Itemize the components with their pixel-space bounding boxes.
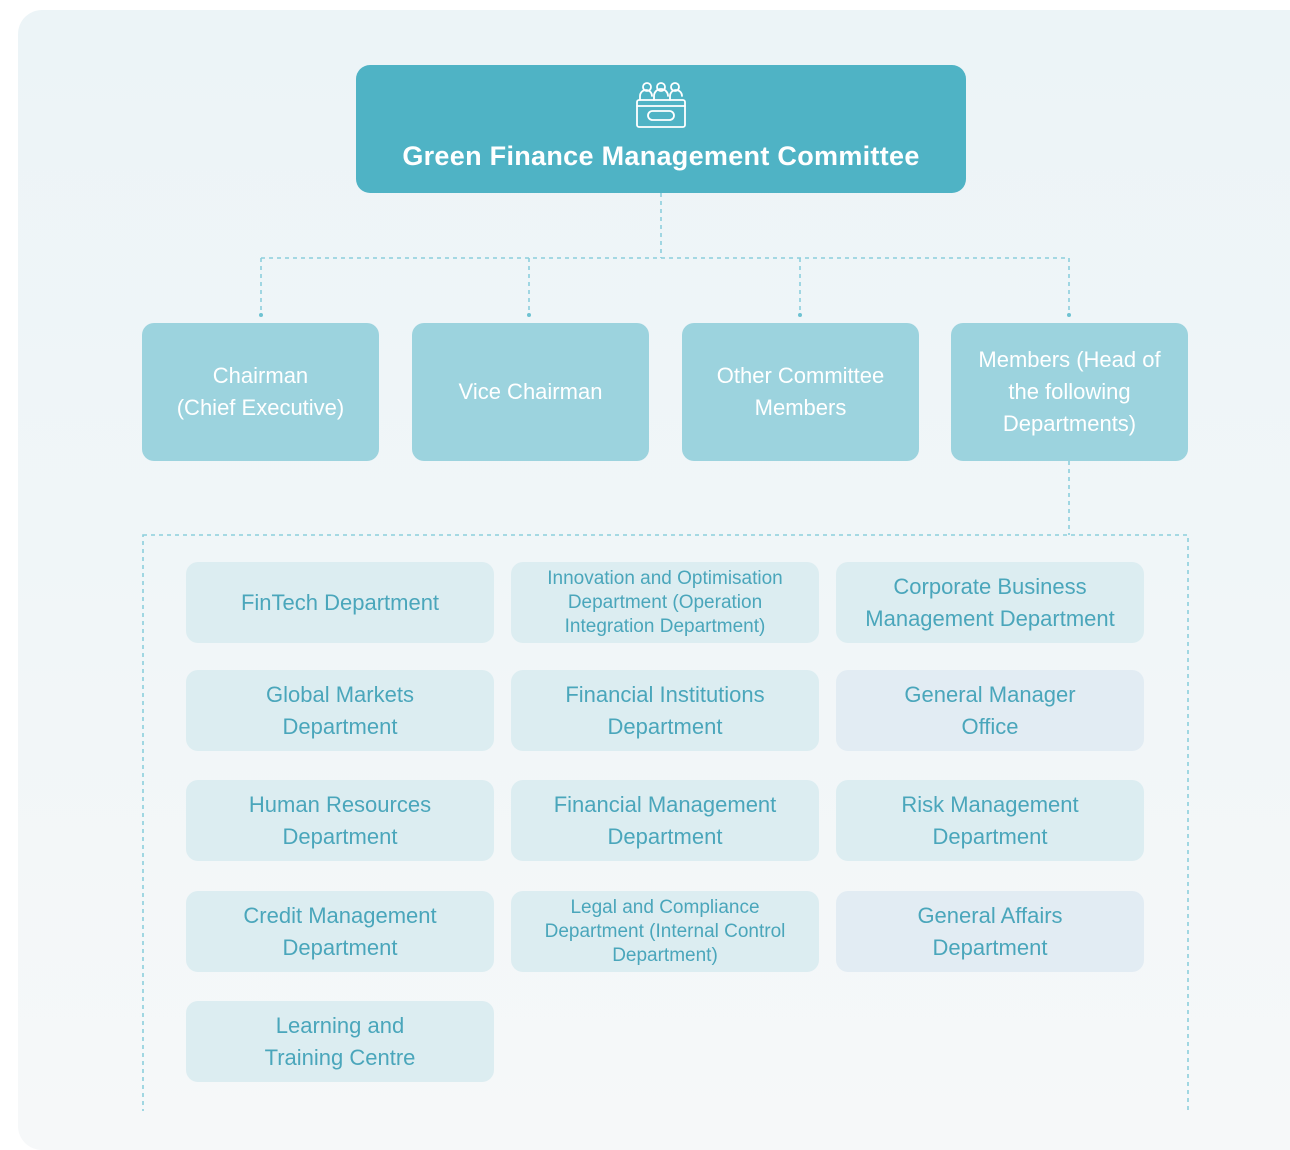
dept-learning-training-centre: Learning and Training Centre: [186, 1001, 494, 1082]
dept-fintech: FinTech Department: [186, 562, 494, 643]
committee-box: Green Finance Management Committee: [356, 65, 966, 193]
dept-corporate-business-management: Corporate Business Management Department: [836, 562, 1144, 643]
committee-meeting-icon: [636, 82, 686, 128]
role-chairman: Chairman (Chief Executive): [142, 323, 379, 461]
dept-human-resources: Human Resources Department: [186, 780, 494, 861]
dept-global-markets: Global Markets Department: [186, 670, 494, 751]
dept-innovation-optimisation: Innovation and Optimisation Department (…: [511, 562, 819, 643]
dept-general-manager-office: General Manager Office: [836, 670, 1144, 751]
dept-legal-compliance: Legal and Compliance Department (Interna…: [511, 891, 819, 972]
dept-risk-management: Risk Management Department: [836, 780, 1144, 861]
role-other-committee-members: Other Committee Members: [682, 323, 919, 461]
committee-title: Green Finance Management Committee: [402, 141, 920, 171]
dept-general-affairs: General Affairs Department: [836, 891, 1144, 972]
dept-credit-management: Credit Management Department: [186, 891, 494, 972]
role-vice-chairman: Vice Chairman: [412, 323, 649, 461]
dept-financial-management: Financial Management Department: [511, 780, 819, 861]
role-department-heads: Members (Head of the following Departmen…: [951, 323, 1188, 461]
dept-financial-institutions: Financial Institutions Department: [511, 670, 819, 751]
